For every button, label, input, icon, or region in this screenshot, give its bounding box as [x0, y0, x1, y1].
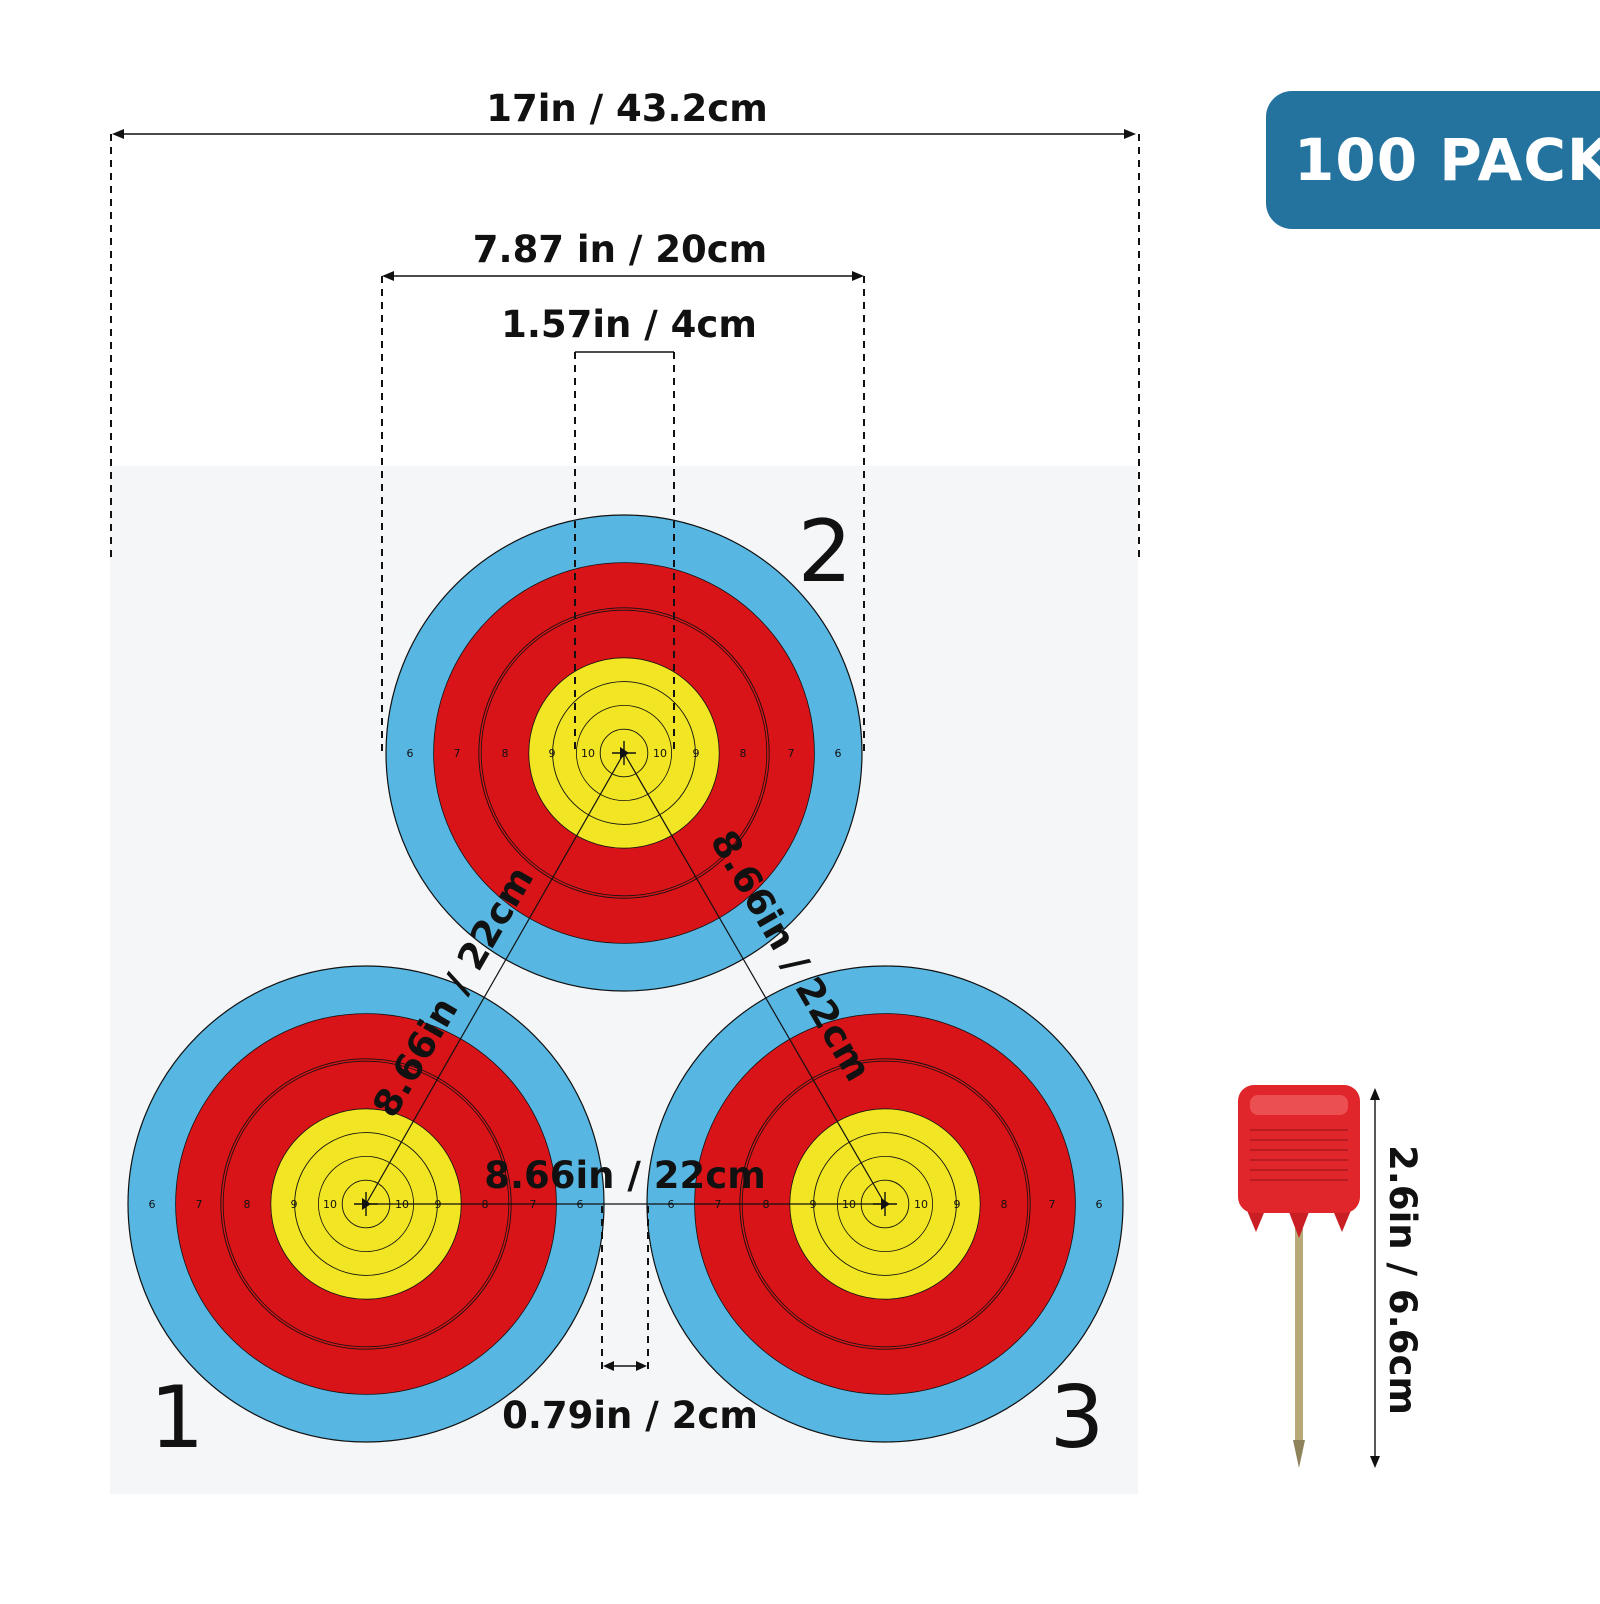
ring-label: 7	[788, 747, 795, 760]
center-width-dimension	[574, 351, 675, 753]
ring-label: 10	[323, 1198, 337, 1211]
target-number-1: 1	[150, 1368, 205, 1468]
pin-shaft	[1295, 1212, 1303, 1448]
pin-barb-left	[1246, 1208, 1266, 1232]
pin-head-grip-lines	[1250, 1129, 1348, 1181]
target-width-dimension	[381, 271, 865, 753]
ring-label: 8	[244, 1198, 251, 1211]
ring-label: 6	[149, 1198, 156, 1211]
pin-barb-middle	[1289, 1212, 1309, 1238]
red-divider-ring	[478, 607, 770, 899]
ring-label: 10	[653, 747, 667, 760]
center-distance-bottom-label: 8.66in / 22cm	[484, 1154, 766, 1197]
center-width-label: 1.57in / 4cm	[501, 303, 757, 346]
target-number-2: 2	[798, 502, 853, 602]
pin-length-dimension	[1370, 1088, 1380, 1468]
sheet-width-arrow-left	[112, 129, 124, 139]
ring-label: 9	[291, 1198, 298, 1211]
ring-label: 9	[954, 1198, 961, 1211]
pack-count-label: 100 PACK	[1294, 126, 1600, 194]
center-line-right	[623, 752, 886, 1205]
gap-label: 0.79in / 2cm	[502, 1394, 758, 1437]
pack-count-badge: 100 PACK	[1266, 91, 1600, 229]
target-width-label: 7.87 in / 20cm	[473, 228, 767, 271]
inner-ring-1	[552, 681, 696, 825]
ring-label: 6	[835, 747, 842, 760]
ring-label: 8	[740, 747, 747, 760]
target-number-3: 3	[1050, 1368, 1105, 1468]
pin-length-arrow-top	[1370, 1088, 1380, 1100]
ring-label: 10	[914, 1198, 928, 1211]
sheet-width-arrow-right	[1124, 129, 1136, 139]
inner-ring-2	[599, 728, 649, 778]
ring-label: 8	[502, 747, 509, 760]
ring-label: 9	[549, 747, 556, 760]
gap-arrow-right	[636, 1361, 647, 1371]
ring-label: 7	[1049, 1198, 1056, 1211]
sheet-width-dimension	[110, 129, 1140, 560]
ring-label: 10	[581, 747, 595, 760]
ring-label: 9	[693, 747, 700, 760]
pin-tip	[1293, 1440, 1305, 1468]
ring-label: 6	[407, 747, 414, 760]
target-width-arrow-right	[852, 271, 864, 281]
ring-label: 7	[454, 747, 461, 760]
target-width-arrow-left	[382, 271, 394, 281]
target-pin	[1238, 1085, 1360, 1468]
pin-barb-right	[1332, 1208, 1352, 1232]
ring-label: 8	[1001, 1198, 1008, 1211]
pin-length-arrow-bottom	[1370, 1456, 1380, 1468]
sheet-width-label: 17in / 43.2cm	[486, 87, 768, 130]
pin-head-highlight	[1250, 1095, 1348, 1115]
center-line-left	[365, 752, 625, 1205]
ring-label: 6	[1096, 1198, 1103, 1211]
ring-label: 7	[196, 1198, 203, 1211]
pin-length-label: 2.6in / 6.6cm	[1381, 1145, 1424, 1415]
gap-dimension	[601, 1206, 649, 1372]
center-distance-lines	[365, 752, 886, 1205]
gap-arrow-left	[603, 1361, 614, 1371]
